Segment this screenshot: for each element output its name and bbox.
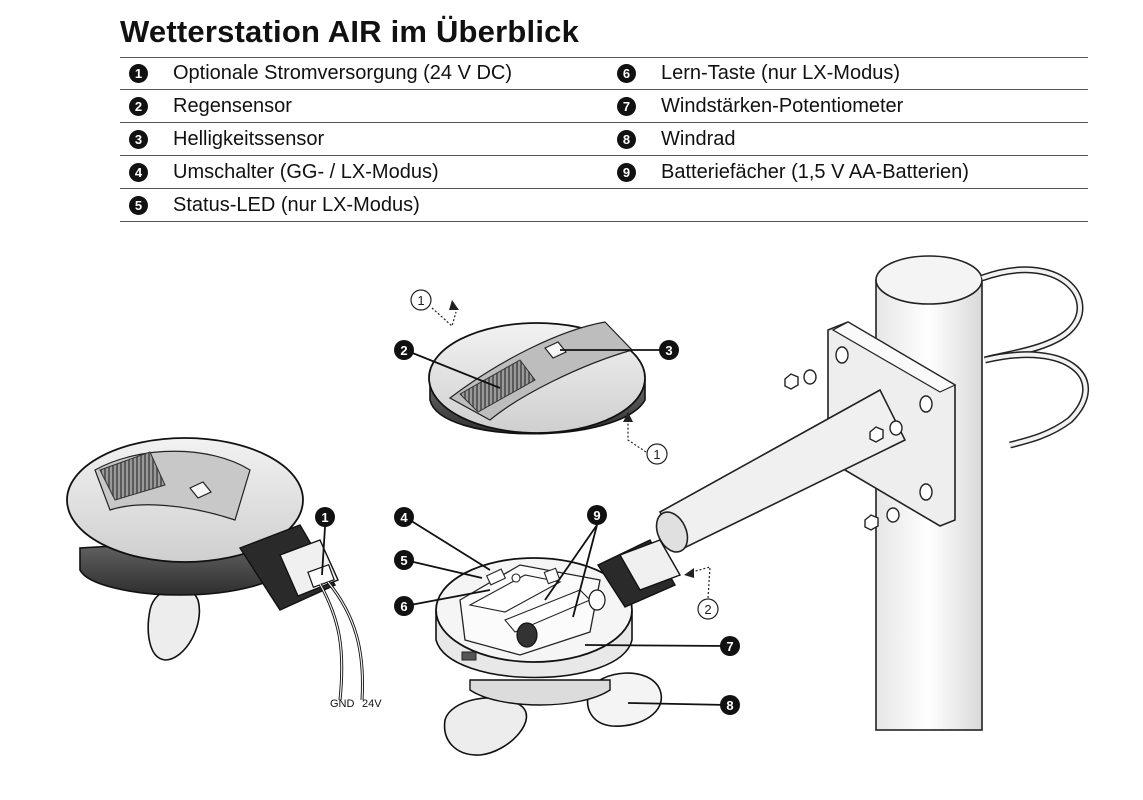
- callout-number: 6: [400, 599, 407, 614]
- legend-number: 3: [129, 129, 148, 149]
- callout-number: 1: [321, 510, 328, 525]
- legend-item: 9 Batteriefächer (1,5 V AA-Batterien): [608, 156, 1088, 188]
- step-number: 1: [653, 447, 660, 462]
- legend-row: 2 Regensensor 7 Windstärken-Potentiomete…: [120, 90, 1088, 123]
- legend-table: 1 Optionale Stromversorgung (24 V DC) 6 …: [120, 57, 1088, 222]
- legend-number: 2: [129, 96, 148, 116]
- legend-text: Optionale Stromversorgung (24 V DC): [173, 62, 513, 84]
- legend-item: 6 Lern-Taste (nur LX-Modus): [608, 58, 1088, 89]
- legend-text: Windrad: [661, 127, 736, 150]
- legend-number: 7: [617, 96, 636, 116]
- legend-row: 1 Optionale Stromversorgung (24 V DC) 6 …: [120, 57, 1088, 90]
- callout-number: 4: [400, 510, 408, 525]
- callout-badge: 1: [315, 507, 335, 527]
- legend-text: Lern-Taste (nur LX-Modus): [661, 62, 900, 84]
- legend-text: Status-LED (nur LX-Modus): [173, 193, 420, 216]
- legend-item: 5 Status-LED (nur LX-Modus): [120, 189, 608, 221]
- callout-number: 7: [726, 639, 733, 654]
- callout-badge: 5: [394, 550, 414, 570]
- callout-number: 2: [400, 343, 407, 358]
- callout-number: 5: [400, 553, 407, 568]
- callout-badge: 3: [659, 340, 679, 360]
- step-marker: 1: [623, 412, 668, 465]
- legend-number: 8: [617, 129, 636, 149]
- callout-badge: 8: [720, 695, 740, 715]
- wire-label-24v: 24V: [362, 698, 382, 710]
- callout-number: 3: [665, 343, 672, 358]
- sensor-cover: [428, 321, 646, 435]
- callout-number: 8: [726, 698, 733, 713]
- legend-row: 3 Helligkeitssensor 8 Windrad: [120, 123, 1088, 156]
- callout-badge: 6: [394, 596, 414, 616]
- legend-item: 3 Helligkeitssensor: [120, 123, 608, 155]
- legend-row: 5 Status-LED (nur LX-Modus): [120, 189, 1088, 222]
- step-number: 1: [417, 293, 424, 308]
- callout-badge: 9: [587, 505, 607, 525]
- legend-text: Helligkeitssensor: [173, 127, 325, 150]
- step-number: 2: [704, 602, 711, 617]
- step-marker: 2: [684, 566, 719, 620]
- station-opened: [435, 539, 682, 756]
- step-markers: 1 1 2: [410, 289, 719, 620]
- callout-badge: 7: [720, 636, 740, 656]
- legend-item: 4 Umschalter (GG- / LX-Modus): [120, 156, 608, 188]
- legend-number: 6: [617, 64, 636, 83]
- legend-item: 1 Optionale Stromversorgung (24 V DC): [120, 58, 608, 89]
- legend-text: Regensensor: [173, 94, 292, 117]
- legend-text: Windstärken-Potentiometer: [661, 94, 904, 117]
- callout-badges: 1 2 3 4 5 6 7 8 9: [315, 340, 740, 715]
- callout-badge: 2: [394, 340, 414, 360]
- legend-item: 7 Windstärken-Potentiometer: [608, 90, 1088, 122]
- legend-number: 1: [129, 64, 148, 83]
- step-marker: 1: [410, 289, 459, 328]
- callout-lines: [321, 349, 730, 706]
- legend-text: Batteriefächer (1,5 V AA-Batterien): [661, 160, 969, 183]
- callout-badge: 4: [394, 507, 414, 527]
- mounting-arm: [655, 388, 907, 553]
- legend-row: 4 Umschalter (GG- / LX-Modus) 9 Batterie…: [120, 156, 1088, 189]
- station-assembled: [66, 437, 364, 701]
- legend-item: 2 Regensensor: [120, 90, 608, 122]
- legend-number: 4: [129, 162, 148, 182]
- legend-number: 5: [129, 195, 148, 215]
- wire-label-gnd: GND: [330, 698, 355, 710]
- callout-number: 9: [593, 508, 600, 523]
- legend-text: Umschalter (GG- / LX-Modus): [173, 160, 439, 183]
- legend-number: 9: [617, 162, 636, 182]
- page-title: Wetterstation AIR im Überblick: [120, 14, 580, 49]
- legend-item: 8 Windrad: [608, 123, 1088, 155]
